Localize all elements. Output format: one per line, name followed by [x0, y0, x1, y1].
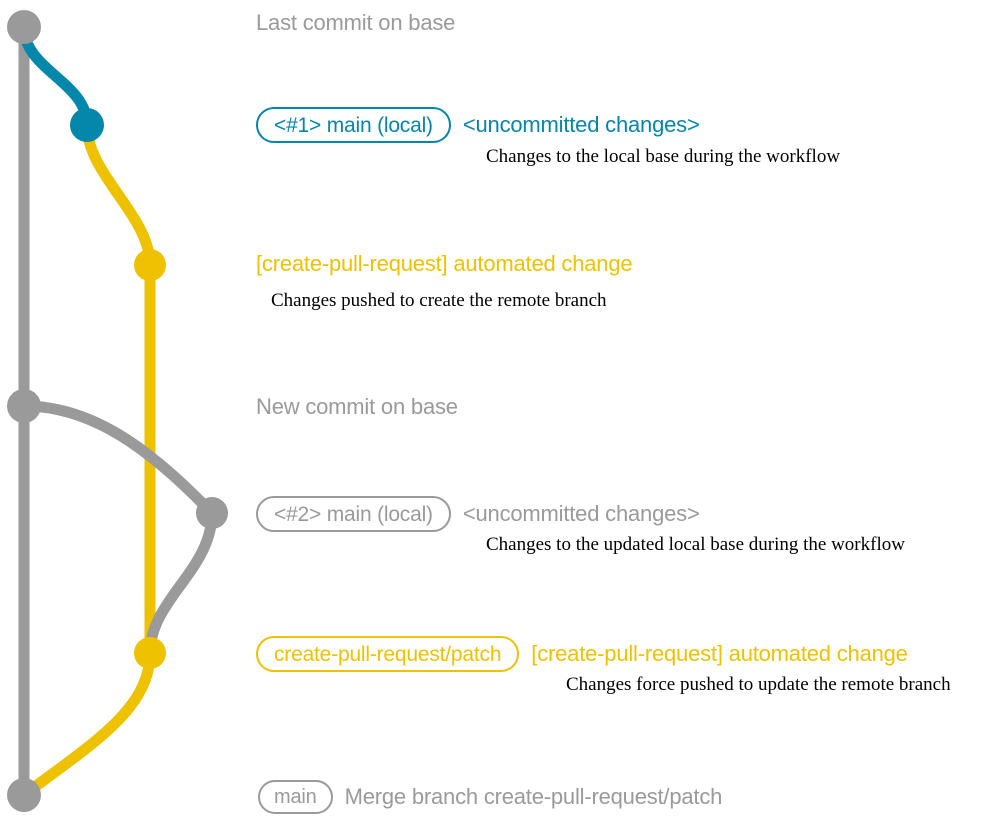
commit-node-remote-1 — [134, 249, 166, 281]
commit-subject: [create-pull-request] automated change — [256, 251, 633, 276]
ref-badge-main-local-1[interactable]: <#1> main (local) — [256, 107, 451, 143]
commit-subject: <uncommitted changes> — [462, 112, 700, 137]
ref-badge-main[interactable]: main — [258, 780, 333, 814]
commit-subject: <uncommitted changes> — [462, 501, 700, 526]
commit-row-remote-change-1: [create-pull-request] automated change — [256, 251, 633, 276]
edge-local-2-to-remote-2 — [144, 507, 218, 659]
edge-base-to-local-1 — [18, 21, 93, 131]
commit-row-local-change-1: <#1> main (local) <uncommitted changes> — [256, 107, 700, 143]
commit-node-merge — [7, 778, 41, 812]
annotation-remote-change-1: Changes pushed to create the remote bran… — [271, 290, 607, 311]
edge-local-1-to-remote-1 — [81, 119, 156, 271]
commit-row-local-change-2: <#2> main (local) <uncommitted changes> — [256, 496, 700, 532]
commit-row-remote-change-2: create-pull-request/patch [create-pull-r… — [256, 636, 908, 672]
ref-badge-main-local-2[interactable]: <#2> main (local) — [256, 496, 451, 532]
commit-subject: New commit on base — [256, 394, 458, 419]
annotation-local-change-2: Changes to the updated local base during… — [486, 534, 905, 555]
commit-node-remote-2 — [134, 637, 166, 669]
annotation-local-change-1: Changes to the local base during the wor… — [486, 146, 841, 167]
commit-row-new-commit-on-base: New commit on base — [256, 396, 458, 418]
commit-subject: Merge branch create-pull-request/patch — [344, 784, 723, 809]
edge-base-new-to-local-2 — [18, 400, 218, 519]
commit-node-base-new — [7, 389, 41, 423]
commit-node-local-2 — [196, 497, 228, 529]
commit-subject: Last commit on base — [256, 10, 456, 35]
annotation-remote-change-2: Changes force pushed to update the remot… — [566, 674, 951, 695]
commit-nodes — [7, 10, 228, 812]
commit-node-local-1 — [70, 108, 104, 142]
edge-remote-2-to-merge — [18, 647, 156, 801]
commit-row-last-commit-on-base: Last commit on base — [256, 12, 455, 34]
ref-badge-create-pull-request-patch[interactable]: create-pull-request/patch — [256, 636, 520, 672]
commit-subject: [create-pull-request] automated change — [531, 641, 908, 666]
commit-node-base-head — [7, 10, 41, 44]
commit-row-merge-commit: main Merge branch create-pull-request/pa… — [258, 780, 722, 814]
